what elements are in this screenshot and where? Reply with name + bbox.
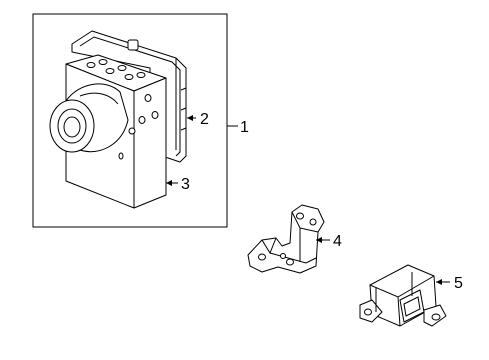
arrow-2 (187, 115, 193, 121)
sensor-module (359, 264, 447, 327)
callout-5: 5 (454, 275, 463, 292)
callout-3: 3 (181, 176, 190, 193)
bracket (247, 204, 325, 274)
callout-4: 4 (333, 233, 342, 250)
arrow-3 (166, 180, 172, 186)
assembly-box (32, 13, 228, 228)
callout-1: 1 (240, 119, 249, 136)
arrow-5 (436, 279, 442, 285)
arrow-4 (316, 237, 322, 243)
abs-modulator (49, 30, 187, 209)
callout-2: 2 (200, 111, 209, 128)
pump-motor (49, 83, 129, 153)
